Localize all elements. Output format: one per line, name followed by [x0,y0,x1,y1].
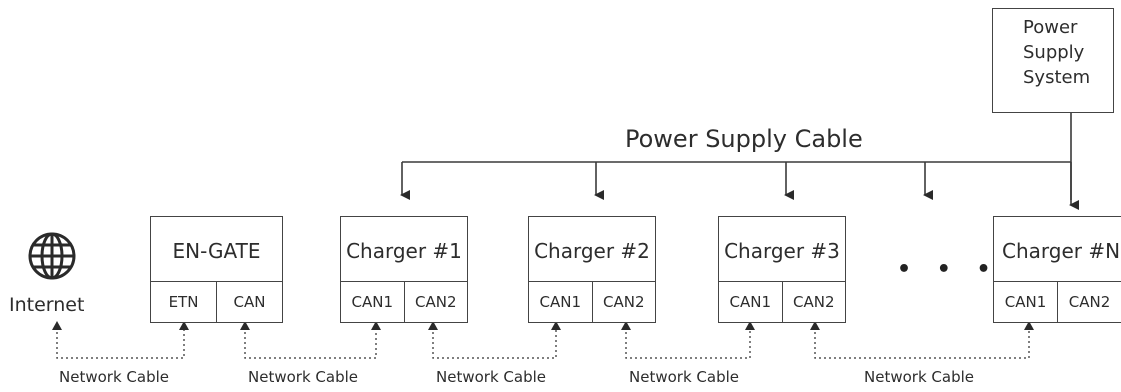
network-cable-charger3-chargern [814,327,1030,359]
pss-line-1: Power [1023,17,1078,38]
charger-2-box: Charger #2 CAN1 CAN2 [528,216,656,323]
network-cable-label-2: Network Cable [248,368,358,386]
charger-1-title: Charger #1 [346,238,462,263]
charger-1-box: Charger #1 CAN1 CAN2 [340,216,468,323]
charger-3-ports: CAN1 CAN2 [719,281,845,322]
network-cable-internet-etn [56,327,185,359]
arrowhead [52,321,62,330]
charger-n-box: Charger #N CAN1 CAN2 [993,216,1121,323]
charger-2-can1-port: CAN1 [539,293,582,311]
charger-n-can1-port: CAN1 [1004,293,1047,311]
arrowhead [745,321,755,330]
network-cable-charger2-charger3 [625,327,751,359]
power-supply-cable-label: Power Supply Cable [625,125,863,153]
globe-icon [28,232,76,280]
charger-3-can2-port: CAN2 [781,282,846,322]
etn-port: ETN [168,293,199,311]
charger-n-can2-port: CAN2 [1057,282,1121,322]
engate-ports: ETN CAN [151,281,282,322]
charger-2-title: Charger #2 [534,238,650,263]
network-cable-label-3: Network Cable [436,368,546,386]
engate-box: EN-GATE ETN CAN [150,216,283,323]
arrowhead [1024,321,1034,330]
charger-2-ports: CAN1 CAN2 [529,281,655,322]
charger-1-can2-port: CAN2 [403,282,468,322]
charger-n-ports: CAN1 CAN2 [994,281,1121,322]
arrowhead [428,321,438,330]
pss-line-2: Supply [1023,42,1085,63]
internet-label: Internet [9,294,85,316]
arrowhead [371,321,381,330]
ellipsis: • • • [897,257,1000,282]
network-cable-label-1: Network Cable [59,368,169,386]
arrowhead [551,321,561,330]
charger-2-can2-port: CAN2 [591,282,656,322]
arrowhead [179,321,189,330]
power-supply-cable [400,113,1079,210]
network-cable-label-5: Network Cable [864,368,974,386]
charger-3-can1-port: CAN1 [729,293,772,311]
arrowhead [240,321,250,330]
can-port: CAN [216,282,282,322]
network-cable-charger1-charger2 [432,327,557,359]
network-cable-can-charger1 [244,327,377,359]
power-supply-system-box: Power Supply System [992,8,1114,113]
arrowhead [621,321,631,330]
engate-title: EN-GATE [172,238,261,263]
network-cable-label-4: Network Cable [629,368,739,386]
charger-1-ports: CAN1 CAN2 [341,281,467,322]
charger-1-can1-port: CAN1 [351,293,394,311]
charger-n-title: Charger #N [1002,238,1121,263]
arrowhead [810,321,820,330]
charger-3-box: Charger #3 CAN1 CAN2 [718,216,846,323]
pss-line-3: System [1023,67,1091,88]
charger-3-title: Charger #3 [724,238,840,263]
